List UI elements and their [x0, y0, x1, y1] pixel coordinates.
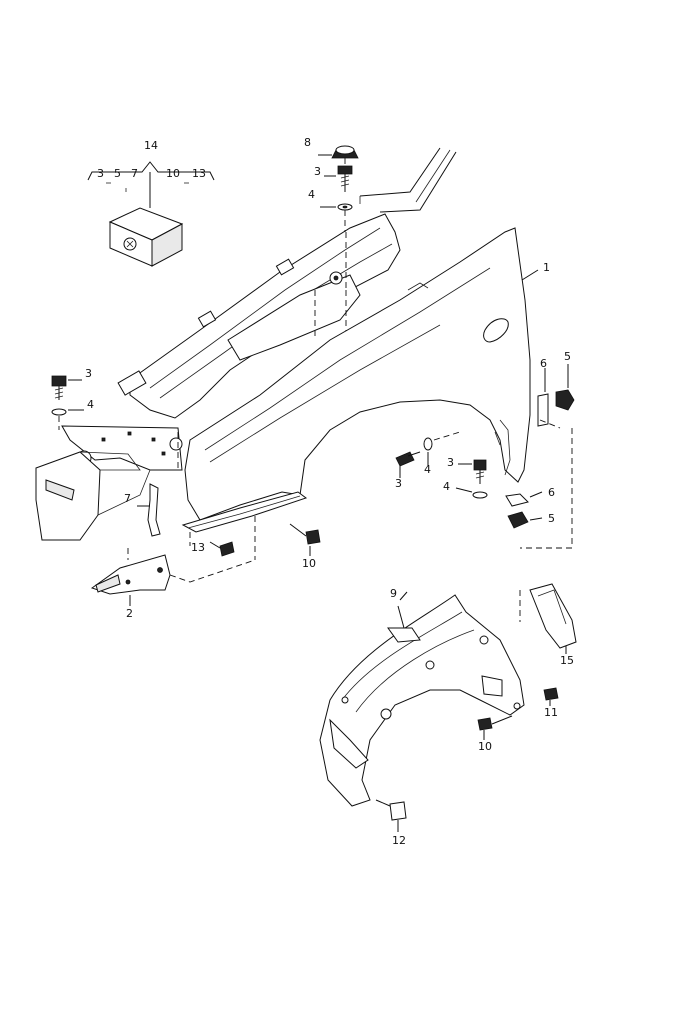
kit-box-14	[87, 161, 215, 267]
seal-strip-7	[137, 483, 161, 537]
lower-trim-strip	[181, 491, 308, 560]
callout-14: 14	[144, 139, 158, 152]
callout-1: 1	[543, 261, 550, 274]
nut-12	[375, 799, 407, 832]
fastener-group-top	[318, 145, 359, 232]
kit-label-13: 13	[192, 167, 206, 180]
callout-5-upper: 5	[564, 350, 571, 363]
mud-flap-15	[519, 583, 577, 654]
callout-9: 9	[390, 587, 397, 600]
callout-3-center: 3	[447, 456, 454, 469]
callout-2: 2	[126, 607, 133, 620]
callout-3-left: 3	[85, 367, 92, 380]
fender-liner	[319, 594, 525, 807]
callout-7: 7	[124, 492, 131, 505]
callout-8: 8	[304, 136, 311, 149]
kit-label-3: 3	[97, 167, 104, 180]
kit-label-7: 7	[131, 167, 138, 180]
a-pillar	[359, 147, 457, 213]
callout-4-top: 4	[308, 188, 315, 201]
callout-6-upper: 6	[540, 357, 547, 370]
callout-3-center-low: 3	[395, 477, 402, 490]
callout-15: 15	[560, 654, 574, 667]
callout-4-center: 4	[424, 463, 431, 476]
mount-bracket-2	[90, 548, 256, 606]
callout-12: 12	[392, 834, 406, 847]
callout-4-center-low: 4	[443, 480, 450, 493]
callout-4-left: 4	[87, 398, 94, 411]
fastener-group-left	[51, 375, 84, 430]
fastener-group-center	[395, 431, 488, 499]
callout-3-top: 3	[314, 165, 321, 178]
callout-6-lower: 6	[548, 486, 555, 499]
screw-10-upper	[209, 523, 321, 557]
callout-10-upper: 10	[302, 557, 316, 570]
clip-11	[543, 687, 559, 706]
callout-11: 11	[544, 706, 558, 719]
screw-10-lower	[477, 715, 513, 740]
kit-label-5: 5	[114, 167, 121, 180]
clip-group-right	[505, 364, 575, 549]
front-fender	[184, 227, 531, 521]
callout-13: 13	[191, 541, 205, 554]
kit-label-10: 10	[166, 167, 180, 180]
inner-apron-panel	[117, 213, 401, 419]
front-bracket	[35, 425, 183, 541]
callout-5-lower: 5	[548, 512, 555, 525]
callout-10-lower: 10	[478, 740, 492, 753]
